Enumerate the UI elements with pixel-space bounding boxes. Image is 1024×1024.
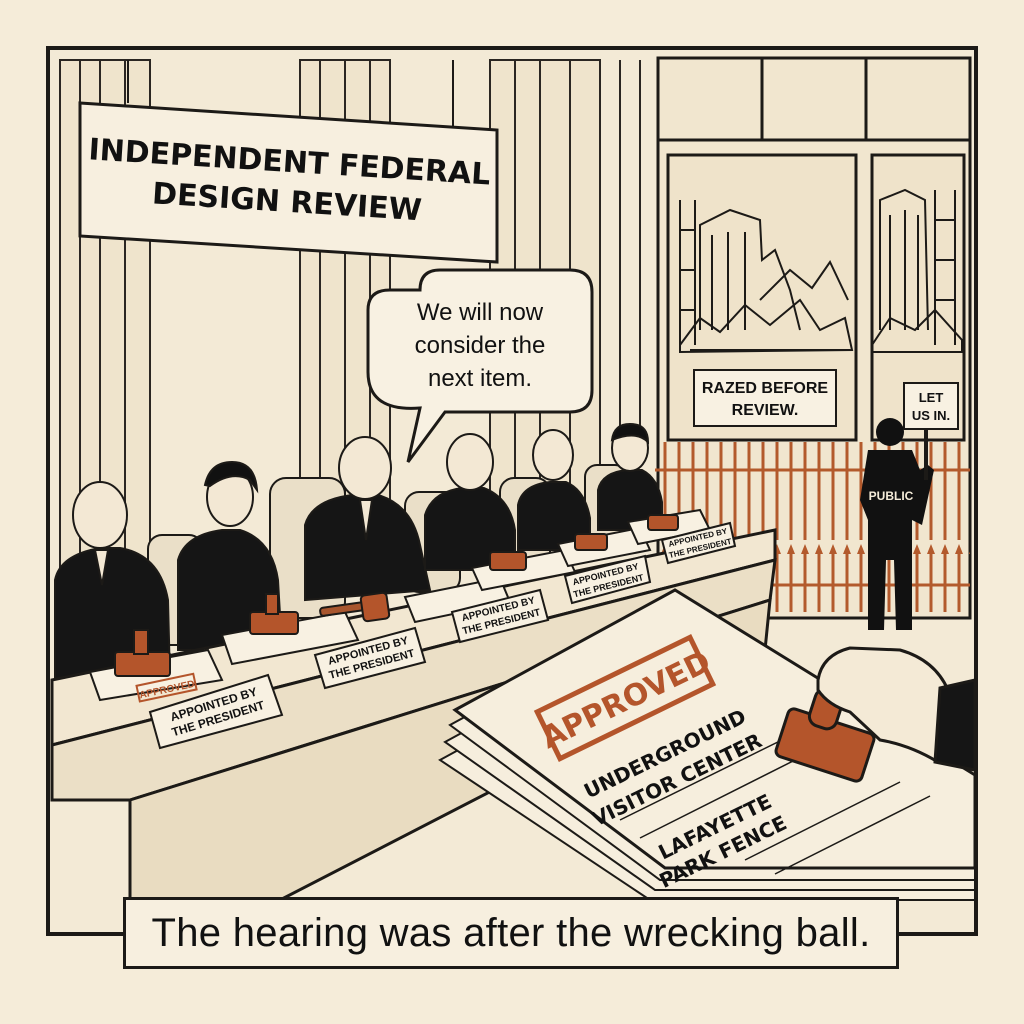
- speech-bubble: [366, 268, 594, 463]
- caption-text: The hearing was after the wrecking ball.: [151, 910, 871, 955]
- protest-sign-line-1: LET: [919, 390, 944, 405]
- protest-sign-line-2: US IN.: [912, 408, 950, 423]
- window-sign: RAZED BEFORE REVIEW.: [693, 369, 837, 427]
- gavel: [319, 591, 391, 623]
- window-sign-line-2: REVIEW.: [732, 402, 799, 419]
- header-sign: [78, 60, 499, 264]
- desk-stamps: [114, 514, 679, 677]
- caption-box: The hearing was after the wrecking ball.: [123, 897, 899, 969]
- speech-line-3: next item.: [428, 365, 532, 392]
- public-label: PUBLIC: [869, 489, 914, 503]
- member-3-chair: [304, 436, 432, 602]
- speech-bubble-text: We will now consider the next item.: [415, 299, 546, 392]
- member-6: [597, 422, 663, 531]
- nameplates: [148, 521, 737, 750]
- member-4: [424, 433, 516, 571]
- protest-sign: LET US IN.: [903, 382, 959, 430]
- hand-with-stamp: [774, 646, 977, 783]
- speech-line-2: consider the: [415, 332, 546, 359]
- public-figure: [860, 418, 934, 630]
- speech-line-1: We will now: [417, 299, 544, 326]
- window-sign-line-1: RAZED BEFORE: [702, 380, 829, 397]
- document-stamp-frame: [533, 634, 717, 762]
- document-stack: [438, 588, 977, 901]
- member-5: [517, 429, 591, 551]
- document-lines: [619, 735, 931, 875]
